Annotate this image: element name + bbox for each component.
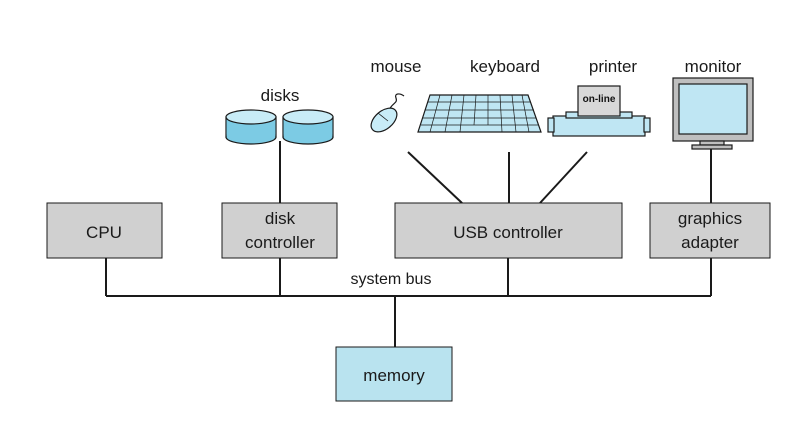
- disk-controller-label-line1: disk: [265, 209, 296, 228]
- disks-icon: [225, 109, 334, 145]
- printer-link: [539, 151, 588, 204]
- cpu-box: [46, 202, 163, 259]
- mouse-icon: [370, 93, 405, 133]
- printer-icon: on-line: [547, 85, 651, 137]
- component-boxes: [46, 202, 771, 402]
- printer-label: printer: [589, 57, 638, 76]
- keyboard-label: keyboard: [470, 57, 540, 76]
- disk-icon: [225, 109, 277, 145]
- graphics-adapter-label-line1: graphics: [678, 209, 742, 228]
- mouse-label: mouse: [370, 57, 421, 76]
- monitor-label: monitor: [685, 57, 742, 76]
- monitor-icon: [672, 77, 754, 150]
- keyboard-keys: [421, 94, 538, 133]
- graphics-adapter-label-line2: adapter: [681, 233, 739, 252]
- usb-controller-box: [394, 202, 623, 259]
- disk-controller-box: [221, 202, 338, 259]
- memory-label: memory: [363, 366, 425, 385]
- bus-lines: [105, 141, 712, 347]
- mouse-link: [407, 151, 463, 204]
- printer-panel-label: on-line: [583, 94, 616, 105]
- system-bus-label: system bus: [351, 271, 432, 288]
- keyboard-icon: [417, 94, 542, 133]
- cpu-label: CPU: [86, 223, 122, 242]
- usb-controller-label: USB controller: [453, 223, 563, 242]
- memory-box: [335, 346, 453, 402]
- disk-icon: [282, 109, 334, 145]
- graphics-adapter-box: [649, 202, 771, 259]
- disks-label: disks: [261, 86, 300, 105]
- disk-controller-label-line2: controller: [245, 233, 315, 252]
